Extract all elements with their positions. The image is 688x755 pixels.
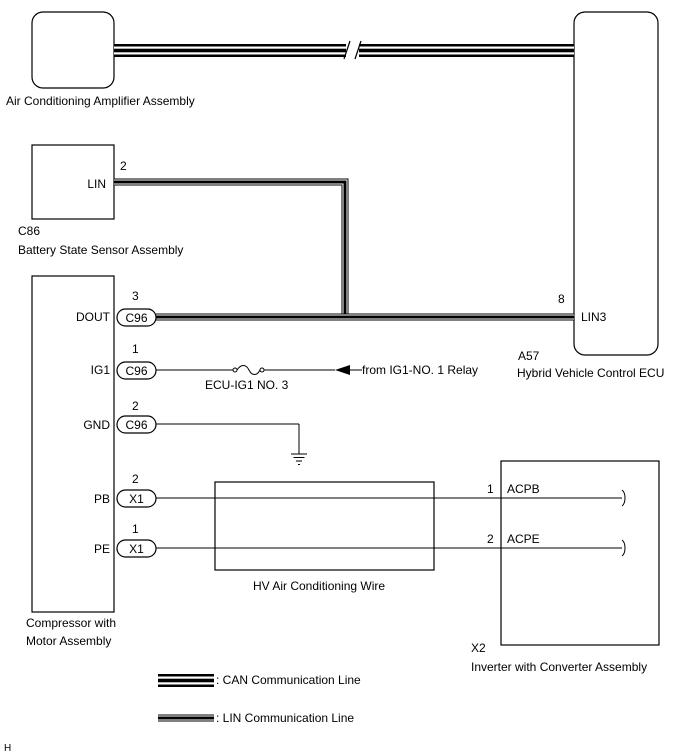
- inverter-pin-acpb-label: ACPB: [507, 482, 540, 496]
- pin-dout-label: DOUT: [76, 310, 111, 324]
- pin-gnd-label: GND: [83, 418, 110, 432]
- pin-gnd-num: 2: [132, 399, 139, 413]
- connector-x1-pe-label: X1: [129, 542, 144, 556]
- ig1-circuit: [156, 365, 362, 375]
- pin-ig1-num: 1: [132, 342, 139, 356]
- pb-line: [156, 489, 626, 507]
- compressor-box: [31, 275, 115, 613]
- pin-dout: DOUT 3 C96: [76, 289, 157, 327]
- pin-pe-num: 1: [132, 522, 139, 536]
- wire-break-icon: [621, 489, 626, 507]
- footer-mark: H: [4, 743, 11, 754]
- hv-ecu-pin-label: LIN3: [581, 310, 607, 324]
- pin-pb-num: 2: [132, 472, 139, 486]
- wire-break-icon: [621, 539, 626, 557]
- ac-amplifier-box: [31, 11, 115, 89]
- pin-pb-label: PB: [94, 492, 110, 506]
- battery-sensor-pin-num: 2: [120, 159, 127, 173]
- compressor-name-line2: Motor Assembly: [26, 634, 111, 648]
- gnd-circuit: [156, 423, 307, 465]
- can-line: [114, 40, 574, 60]
- arrow-icon: [335, 365, 350, 375]
- inverter-name: Inverter with Converter Assembly: [471, 660, 647, 674]
- inverter-pin-acpb-num: 1: [487, 482, 494, 496]
- connector-c96-dout-label: C96: [125, 311, 147, 325]
- compressor-name-line1: Compressor with: [26, 616, 116, 630]
- lin-line: [114, 178, 574, 321]
- battery-sensor-pin-label: LIN: [87, 177, 106, 191]
- legend-lin-label: : LIN Communication Line: [216, 711, 354, 725]
- pe-line: [156, 539, 626, 557]
- pin-pe-label: PE: [94, 542, 110, 556]
- pin-ig1: IG1 1 C96: [91, 342, 157, 380]
- fuse-name: ECU-IG1 NO. 3: [205, 378, 289, 392]
- legend-can-swatch: [158, 674, 214, 687]
- connector-c96-ig1-label: C96: [125, 364, 147, 378]
- connector-x1-pb-label: X1: [129, 492, 144, 506]
- inverter-code: X2: [471, 641, 486, 655]
- battery-sensor-code: C86: [18, 224, 40, 238]
- pin-ig1-label: IG1: [91, 363, 111, 377]
- ground-icon: [291, 453, 307, 465]
- inverter-pin-acpe-num: 2: [487, 532, 494, 546]
- pin-gnd: GND 2 C96: [83, 399, 157, 434]
- legend-can-label: : CAN Communication Line: [216, 673, 361, 687]
- inverter-box: [500, 460, 660, 646]
- hv-ac-wire-box: [214, 481, 435, 571]
- battery-sensor-name: Battery State Sensor Assembly: [18, 243, 183, 257]
- connector-c96-gnd-label: C96: [125, 418, 147, 432]
- ig-source-text: from IG1-NO. 1 Relay: [362, 363, 478, 377]
- battery-sensor-box: [31, 144, 115, 220]
- hv-ecu-code: A57: [518, 349, 540, 363]
- hv-ecu-name: Hybrid Vehicle Control ECU: [517, 366, 664, 380]
- connector-c96-dout: [116, 308, 157, 327]
- inverter-pin-acpe-label: ACPE: [507, 532, 540, 546]
- hv-ac-wire-name: HV Air Conditioning Wire: [253, 579, 385, 593]
- pin-pe: PE 1 X1: [94, 522, 157, 558]
- pin-dout-num: 3: [132, 289, 139, 303]
- hv-ecu-pin-num: 8: [558, 292, 565, 306]
- ac-amplifier-name: Air Conditioning Amplifier Assembly: [6, 94, 195, 108]
- hv-ecu-box: [573, 11, 659, 356]
- fuse-icon: [236, 365, 261, 375]
